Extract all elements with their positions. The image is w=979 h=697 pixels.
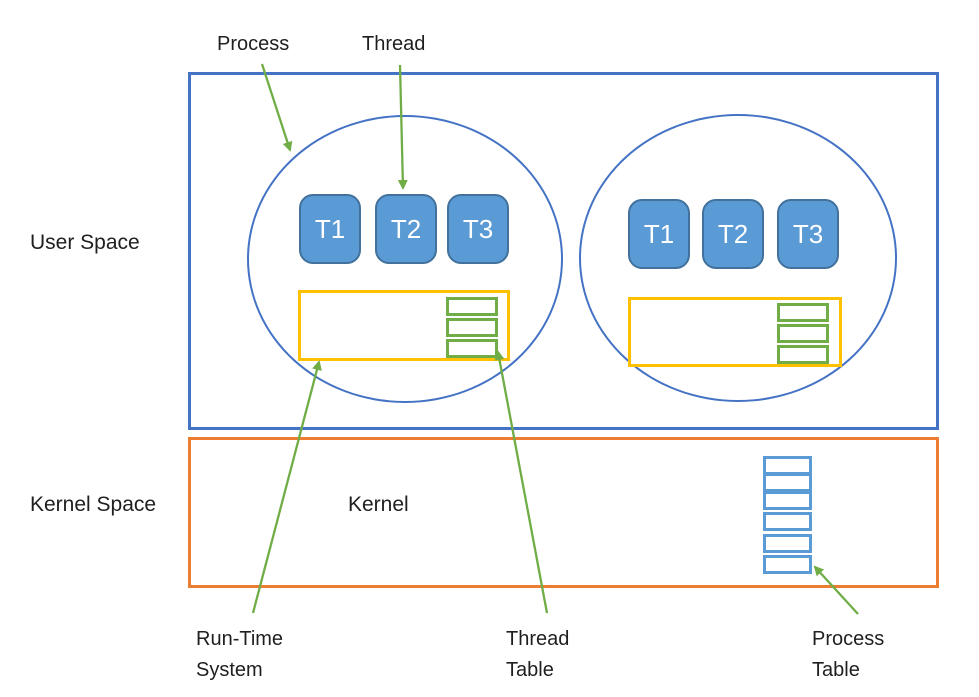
thread-table-row: [777, 303, 829, 322]
thread-label: Thread: [362, 33, 426, 55]
process-table-label-line1: Process: [812, 628, 885, 650]
user-space-box: [188, 72, 939, 430]
thread-table-label: Thread Table: [506, 624, 569, 686]
process-table-row: [763, 555, 812, 574]
runtime-system-label: Run-Time System: [196, 624, 283, 686]
thread-table-label-line1: Thread: [506, 628, 570, 650]
user-space-label: User Space: [30, 231, 140, 254]
process-table-row: [763, 512, 812, 531]
process-table-label: Process Table: [812, 624, 884, 686]
runtime-system-label-line2: System: [196, 659, 263, 681]
process-table-label-line2: Table: [812, 659, 860, 681]
process-label: Process: [217, 33, 290, 55]
runtime-system-label-line1: Run-Time: [196, 628, 284, 650]
thread-table-label-line2: Table: [506, 659, 554, 681]
process-table-stack: [763, 456, 812, 574]
thread-box-t2: T2: [702, 199, 764, 269]
process-circle-2: [579, 114, 897, 402]
process-table-row: [763, 534, 812, 553]
thread-table-row: [446, 339, 498, 358]
thread-box-t2: T2: [375, 194, 437, 264]
kernel-space-label: Kernel Space: [30, 493, 157, 516]
thread-table-row: [446, 297, 498, 316]
thread-box-t1: T1: [299, 194, 361, 264]
kernel-space-box: [188, 437, 939, 588]
thread-table-stack-2: [777, 303, 829, 366]
process-circle-1: [247, 115, 563, 403]
process-table-row: [763, 473, 812, 492]
thread-box-t3: T3: [447, 194, 509, 264]
process-table-row: [763, 491, 812, 510]
thread-table-row: [777, 324, 829, 343]
thread-table-row: [446, 318, 498, 337]
thread-table-stack-1: [446, 297, 498, 360]
thread-table-row: [777, 345, 829, 364]
thread-box-t1: T1: [628, 199, 690, 269]
thread-box-t3: T3: [777, 199, 839, 269]
kernel-label: Kernel: [348, 493, 409, 516]
